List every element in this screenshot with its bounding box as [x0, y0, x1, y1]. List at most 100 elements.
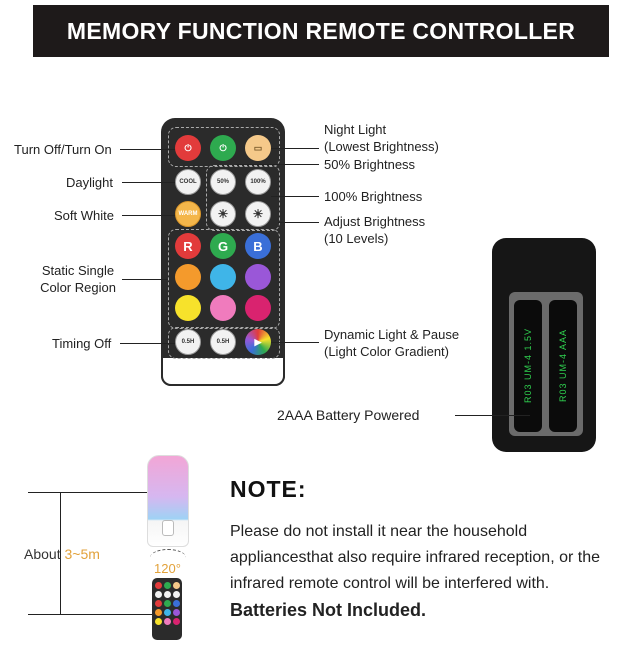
cool-button[interactable]: COOL	[175, 169, 201, 195]
battery-cell-2: R03 UM-4 AAA	[549, 300, 577, 432]
leader-line	[236, 164, 319, 165]
mini-dot	[155, 618, 162, 625]
label-static-single: Static Single Color Region	[30, 262, 126, 296]
distance-arrow	[60, 493, 61, 614]
mini-dot	[155, 600, 162, 607]
power-off-button[interactable]: ⏻	[175, 135, 201, 161]
mini-dot	[164, 609, 171, 616]
leader-line	[120, 149, 175, 150]
night-light-button[interactable]: ▭	[245, 135, 271, 161]
leader-line	[120, 343, 175, 344]
night-line-1: Night Light	[324, 122, 387, 137]
timer2-label: 0.5H	[216, 339, 230, 345]
b-label: B	[253, 238, 263, 254]
cool-label: COOL	[179, 179, 197, 185]
play-pause-icon: ▶	[254, 336, 262, 347]
brightness-50-button[interactable]: 50%	[210, 169, 236, 195]
mini-dot	[164, 591, 171, 598]
label-timing-off: Timing Off	[52, 336, 112, 351]
mini-dot	[155, 582, 162, 589]
about-text: About	[24, 546, 61, 562]
battery-cell-1: R03 UM-4 1.5V	[514, 300, 542, 432]
note-text: Please do not install it near the househ…	[230, 523, 600, 592]
sensor-icon	[162, 520, 174, 536]
label-dynamic: Dynamic Light & Pause (Light Color Gradi…	[324, 326, 459, 360]
angle-label: 120°	[154, 561, 181, 576]
dynamic-button[interactable]: ▶	[245, 329, 271, 355]
label-night-light: Night Light (Lowest Brightness)	[324, 121, 439, 155]
battery-label: 2AAA Battery Powered	[277, 407, 420, 423]
magenta-button[interactable]	[245, 295, 271, 321]
leader-line	[271, 196, 319, 197]
purple-button[interactable]	[245, 264, 271, 290]
note-title: NOTE:	[230, 476, 307, 502]
night-line-2: (Lowest Brightness)	[324, 139, 439, 154]
range-text: 3~5m	[64, 546, 100, 562]
note-bold-text: Batteries Not Included.	[230, 600, 427, 620]
leader-line	[455, 415, 530, 416]
pink-button[interactable]	[210, 295, 236, 321]
brightness-100-button[interactable]: 100%	[245, 169, 271, 195]
brightness-outline	[206, 165, 280, 231]
timer-button-2[interactable]: 0.5H	[210, 329, 236, 355]
mini-dot	[173, 609, 180, 616]
dynamic-line-2: (Light Color Gradient)	[324, 344, 449, 359]
brightness-down-button[interactable]: ☀	[210, 201, 236, 227]
dynamic-line-1: Dynamic Light & Pause	[324, 327, 460, 342]
mini-dot	[164, 618, 171, 625]
leader-line	[122, 215, 175, 216]
adjust-line-1: Adjust Brightness	[324, 214, 426, 229]
note-body: Please do not install it near the househ…	[230, 519, 620, 625]
pct50-label: 50%	[216, 179, 229, 185]
timer1-label: 0.5H	[181, 339, 195, 345]
r-label: R	[183, 238, 193, 254]
static-line-2: Color Region	[40, 280, 116, 295]
warm-label: WARM	[178, 211, 198, 217]
top-guide-line	[28, 492, 178, 493]
leader-line	[278, 222, 319, 223]
page-title: MEMORY FUNCTION REMOTE CONTROLLER	[66, 17, 576, 44]
pct100-label: 100%	[250, 179, 266, 185]
mini-dot	[155, 609, 162, 616]
brightness-up-button[interactable]: ☀	[245, 201, 271, 227]
orange-button[interactable]	[175, 264, 201, 290]
sun-minus-icon: ☀	[217, 207, 229, 221]
yellow-button[interactable]	[175, 295, 201, 321]
label-100-brightness: 100% Brightness	[324, 189, 423, 204]
static-line-1: Static Single	[41, 263, 115, 278]
sun-plus-icon: ☀	[252, 207, 264, 221]
label-turn-off-on: Turn Off/Turn On	[14, 142, 112, 157]
mini-dot	[173, 582, 180, 589]
adjust-line-2: (10 Levels)	[324, 231, 389, 246]
mini-dot	[164, 600, 171, 607]
red-button[interactable]: R	[175, 233, 201, 259]
mini-dot	[173, 618, 180, 625]
color-region-outline	[168, 229, 280, 329]
leader-line	[271, 148, 319, 149]
label-daylight: Daylight	[66, 175, 113, 190]
title-banner: MEMORY FUNCTION REMOTE CONTROLLER	[33, 5, 609, 57]
light-blue-button[interactable]	[210, 264, 236, 290]
leader-line	[122, 279, 168, 280]
g-label: G	[217, 238, 229, 254]
label-50-brightness: 50% Brightness	[324, 157, 416, 172]
mini-dot	[173, 591, 180, 598]
timer-button-1[interactable]: 0.5H	[175, 329, 201, 355]
mini-remote	[152, 578, 182, 640]
bottom-guide-line	[28, 614, 178, 615]
mini-dot	[164, 582, 171, 589]
distance-label: About 3~5m	[24, 546, 100, 562]
warm-button[interactable]: WARM	[175, 201, 201, 227]
label-soft-white: Soft White	[54, 208, 114, 223]
label-adjust-brightness: Adjust Brightness (10 Levels)	[324, 213, 425, 247]
power-on-button[interactable]: ⏻	[210, 135, 236, 161]
remote-base	[161, 358, 285, 386]
leader-line	[122, 182, 175, 183]
ir-angle-arc	[150, 549, 186, 566]
power-row-outline	[168, 127, 280, 167]
mini-dot	[173, 600, 180, 607]
leader-line	[271, 342, 319, 343]
blue-button[interactable]: B	[245, 233, 271, 259]
mini-dot	[155, 591, 162, 598]
green-button[interactable]: G	[210, 233, 236, 259]
